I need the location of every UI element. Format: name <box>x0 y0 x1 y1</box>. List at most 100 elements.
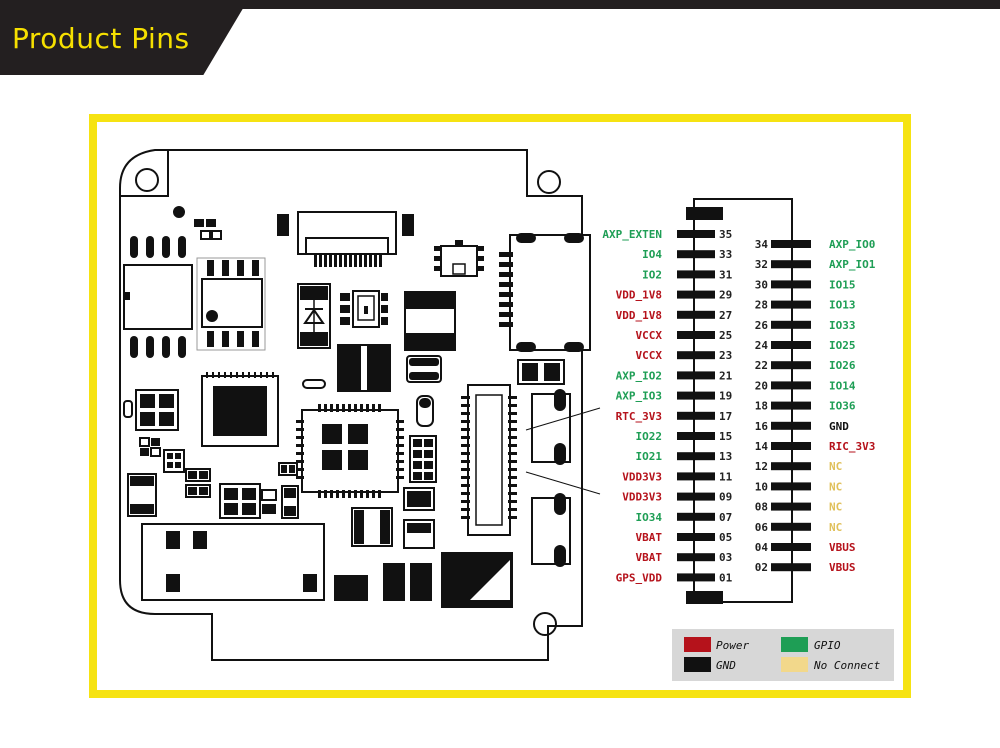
title-tab <box>0 0 248 75</box>
pin-number: 35 <box>719 228 732 241</box>
pin-number: 09 <box>719 491 732 504</box>
pin-number: 01 <box>719 571 733 584</box>
pin-label: GPS_VDD <box>616 571 663 584</box>
pin-number: 24 <box>755 339 769 352</box>
pin-number: 31 <box>719 268 733 281</box>
pin-bar <box>677 270 715 279</box>
pin-label: VBAT <box>636 551 663 564</box>
pin-number: 19 <box>719 390 732 403</box>
pin-bar <box>677 492 715 501</box>
pin-number: 06 <box>755 521 769 534</box>
board-components <box>123 211 601 608</box>
pin-number: 03 <box>719 551 732 564</box>
pin-label: RIC_3V3 <box>829 440 875 453</box>
pin-bar <box>677 230 715 238</box>
pin-label: NC <box>829 501 842 514</box>
pin-label: IO15 <box>829 278 856 291</box>
pin-label: IO26 <box>829 359 856 372</box>
pin-bar <box>677 452 715 461</box>
pin-bar <box>771 260 811 269</box>
pin-number: 17 <box>719 410 732 423</box>
pin-number: 18 <box>755 400 768 413</box>
pin-bar <box>771 563 811 572</box>
legend-label-power: Power <box>716 639 749 652</box>
pin-label: IO25 <box>829 339 856 352</box>
pin-bar <box>677 331 715 339</box>
pin-label: IO13 <box>829 299 856 312</box>
pin-bar <box>677 533 715 541</box>
pin-number: 14 <box>755 440 769 453</box>
pin-label: VCCX <box>636 349 663 362</box>
pin-label: IO2 <box>642 268 662 281</box>
pin-bar <box>771 320 811 329</box>
pin-bar <box>677 371 715 380</box>
page-title: Product Pins <box>12 22 190 55</box>
legend-label-nc: No Connect <box>813 659 881 672</box>
pin-number: 26 <box>755 319 769 332</box>
pin-bar <box>771 482 811 491</box>
pin-label: NC <box>829 480 842 493</box>
pin-number: 11 <box>719 470 733 483</box>
pin-label: NC <box>829 460 842 473</box>
pin-bar <box>771 381 811 390</box>
pin-number: 33 <box>719 248 732 261</box>
pin-bar <box>771 280 811 289</box>
legend: Power GPIO GND No Connect <box>672 629 894 681</box>
pin-label: IO4 <box>642 248 662 261</box>
pin-label: VCCX <box>636 329 663 342</box>
pin-label: AXP_EXTEN <box>602 228 662 241</box>
pin-bar <box>771 421 811 430</box>
pin-bar <box>677 391 715 400</box>
legend-label-gnd: GND <box>716 659 736 672</box>
header-bar <box>0 0 1000 9</box>
pin-number: 08 <box>755 501 768 514</box>
pin-number: 29 <box>719 289 732 302</box>
pin-number: 05 <box>719 531 732 544</box>
pin-number: 25 <box>719 329 732 342</box>
pin-number: 12 <box>755 460 768 473</box>
pin-bar <box>677 472 715 481</box>
pin-bar <box>677 573 715 582</box>
pin-number: 13 <box>719 450 732 463</box>
pin-label: AXP_IO1 <box>829 258 876 271</box>
pin-number: 32 <box>755 258 768 271</box>
pin-number: 34 <box>755 238 769 251</box>
pin-bar <box>771 240 811 248</box>
pin-label: VDD_1V8 <box>616 309 662 322</box>
pin-label: VBUS <box>829 541 856 554</box>
pin-bar <box>771 522 811 531</box>
pin-label: IO22 <box>636 430 663 443</box>
pin-label: VBUS <box>829 561 856 574</box>
pin-label: AXP_IO2 <box>616 369 662 382</box>
pin-bar <box>677 310 715 319</box>
pin-number: 27 <box>719 309 732 322</box>
pin-label: IO21 <box>636 450 663 463</box>
legend-swatch-power <box>684 637 711 652</box>
pin-bar <box>771 401 811 410</box>
pin-number: 02 <box>755 561 768 574</box>
pin-number: 28 <box>755 299 768 312</box>
pin-bar <box>771 502 811 511</box>
pin-bar <box>677 351 715 360</box>
pin-number: 21 <box>719 369 733 382</box>
pin-bar <box>677 290 715 299</box>
pin-label: IO36 <box>829 400 856 413</box>
pin-bar <box>771 462 811 471</box>
pin-label: IO33 <box>829 319 856 332</box>
pin-label: AXP_IO0 <box>829 238 875 251</box>
pin-number: 30 <box>755 278 768 291</box>
pin-label: RTC_3V3 <box>616 410 662 423</box>
board-outline <box>119 149 583 661</box>
pin-number: 22 <box>755 359 768 372</box>
pin-label: VDD_1V8 <box>616 289 662 302</box>
legend-swatch-gpio <box>781 637 808 652</box>
pin-label: AXP_IO3 <box>616 390 662 403</box>
pin-number: 23 <box>719 349 732 362</box>
pin-label: IO34 <box>636 511 663 524</box>
pin-bar <box>771 543 811 551</box>
pin-number: 20 <box>755 379 768 392</box>
pin-number: 16 <box>755 420 769 433</box>
pin-bar <box>677 512 715 521</box>
